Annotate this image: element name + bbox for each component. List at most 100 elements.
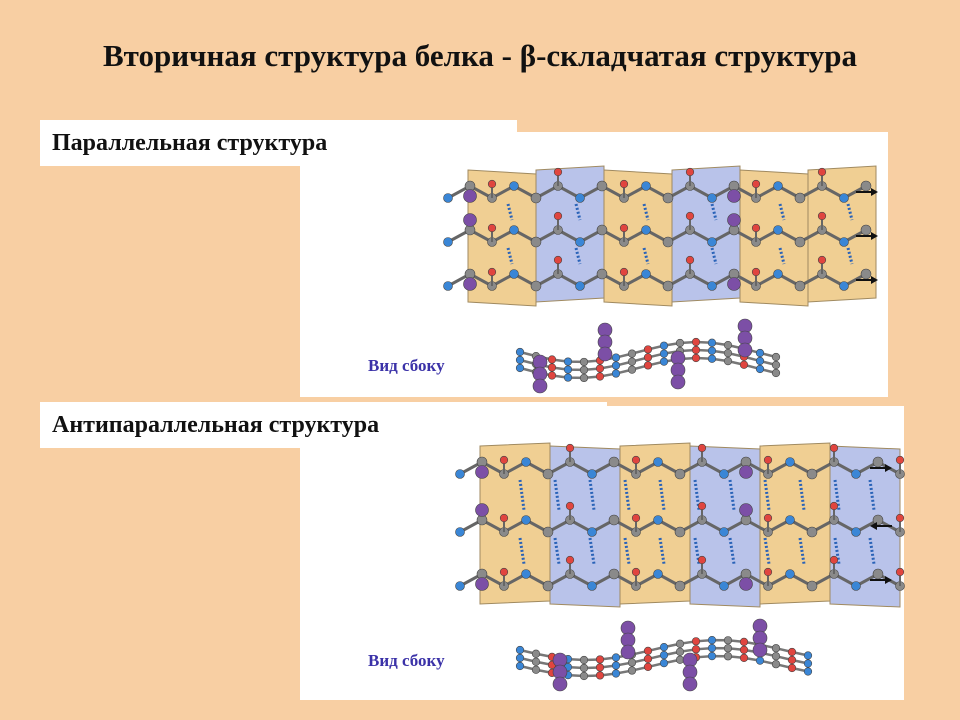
hydrogen-bond <box>642 247 650 265</box>
side-view-atom <box>723 357 733 366</box>
side-view-atom <box>659 643 669 652</box>
carbon-atom <box>542 526 554 538</box>
side-view-atom <box>755 656 765 665</box>
arrowhead <box>885 576 892 584</box>
side-view-atom <box>739 645 749 654</box>
carbon-atom <box>794 192 806 204</box>
nitrogen-atom <box>773 181 783 191</box>
side-view-atom <box>579 373 589 383</box>
nitrogen-atom <box>455 527 465 537</box>
oxygen-atom <box>895 567 905 577</box>
nitrogen-atom <box>641 181 651 191</box>
oxygen-atom <box>619 179 629 189</box>
nitrogen-atom <box>443 237 453 247</box>
carbon-atom <box>596 224 608 236</box>
oxygen-atom <box>763 513 773 523</box>
carbon-atom <box>806 468 818 480</box>
hydrogen-bond <box>506 247 514 265</box>
arrowhead <box>871 232 878 240</box>
side-view-atom <box>579 655 589 665</box>
hydrogen-bond <box>833 479 841 511</box>
side-view-atom <box>771 360 781 370</box>
side-view-atom <box>595 372 605 381</box>
side-view-atom <box>627 349 637 358</box>
side-view-atom <box>723 341 733 350</box>
oxygen-atom <box>751 223 761 233</box>
side-chain-atom <box>737 342 753 358</box>
hydrogen-bond <box>658 479 666 511</box>
side-view-atom <box>515 661 525 671</box>
side-view-atom <box>579 663 589 673</box>
side-chain-atom <box>532 378 548 394</box>
oxygen-atom <box>751 179 761 189</box>
side-view-atom <box>611 353 621 362</box>
oxygen-atom <box>553 167 563 177</box>
hydrogen-bond <box>728 479 736 511</box>
nitrogen-atom <box>575 193 585 203</box>
hydrogen-bond <box>778 203 786 221</box>
nitrogen-atom <box>851 527 861 537</box>
side-view-atom <box>739 653 749 662</box>
side-view-atom <box>611 653 621 662</box>
side-view-atom <box>691 645 701 654</box>
oxygen-atom <box>487 223 497 233</box>
side-view-atom <box>803 667 813 676</box>
oxygen-atom <box>631 513 641 523</box>
side-view-atom <box>627 658 637 667</box>
nitrogen-atom <box>719 469 729 479</box>
oxygen-atom <box>685 211 695 221</box>
oxygen-atom <box>619 267 629 277</box>
side-view-atom <box>643 654 653 664</box>
hydrogen-bond <box>588 479 596 511</box>
side-view-atom <box>579 365 589 375</box>
carbon-atom <box>662 280 674 292</box>
side-view-atom <box>611 661 621 670</box>
side-chain-atom <box>727 277 741 291</box>
carbon-atom <box>806 580 818 592</box>
oxygen-atom <box>553 255 563 265</box>
oxygen-atom <box>829 501 839 511</box>
side-view-atom <box>803 651 813 660</box>
hydrogen-bond <box>846 203 854 221</box>
carbon-atom <box>674 468 686 480</box>
side-view-atom <box>547 363 557 372</box>
carbon-atom <box>608 568 620 580</box>
nitrogen-atom <box>839 237 849 247</box>
side-view-atom <box>707 346 717 355</box>
slide-title: Вторичная структура белка - β-складчатая… <box>102 38 858 73</box>
oxygen-atom <box>697 443 707 453</box>
carbon-atom <box>674 580 686 592</box>
oxygen-atom <box>631 455 641 465</box>
oxygen-atom <box>817 211 827 221</box>
side-view-atom <box>675 655 685 664</box>
carbon-atom <box>806 526 818 538</box>
side-view-atom <box>707 354 717 363</box>
oxygen-atom <box>499 513 509 523</box>
side-chain-atom <box>597 346 613 362</box>
side-view-atom <box>659 349 669 358</box>
hydrogen-bond <box>623 537 631 565</box>
carbon-atom <box>860 180 872 192</box>
carbon-atom <box>794 236 806 248</box>
nitrogen-atom <box>707 193 717 203</box>
side-view-atom <box>547 355 557 364</box>
side-view-atom <box>723 349 733 358</box>
carbon-atom <box>662 192 674 204</box>
side-chain-atom <box>552 676 568 692</box>
hydrogen-bond <box>642 203 650 221</box>
side-view-atom <box>563 373 573 382</box>
oxygen-atom <box>817 167 827 177</box>
side-chain-atom <box>463 277 477 291</box>
side-view-atom <box>643 345 653 354</box>
side-view-atom <box>547 371 557 380</box>
side-view-atom <box>611 669 621 678</box>
oxygen-atom <box>895 513 905 523</box>
side-view-atom <box>755 364 765 374</box>
nitrogen-atom <box>455 469 465 479</box>
side-view-atom <box>787 647 797 657</box>
side-view-atom <box>643 662 653 672</box>
nitrogen-atom <box>521 515 531 525</box>
oxygen-atom <box>565 501 575 511</box>
side-view-atom <box>675 639 685 648</box>
